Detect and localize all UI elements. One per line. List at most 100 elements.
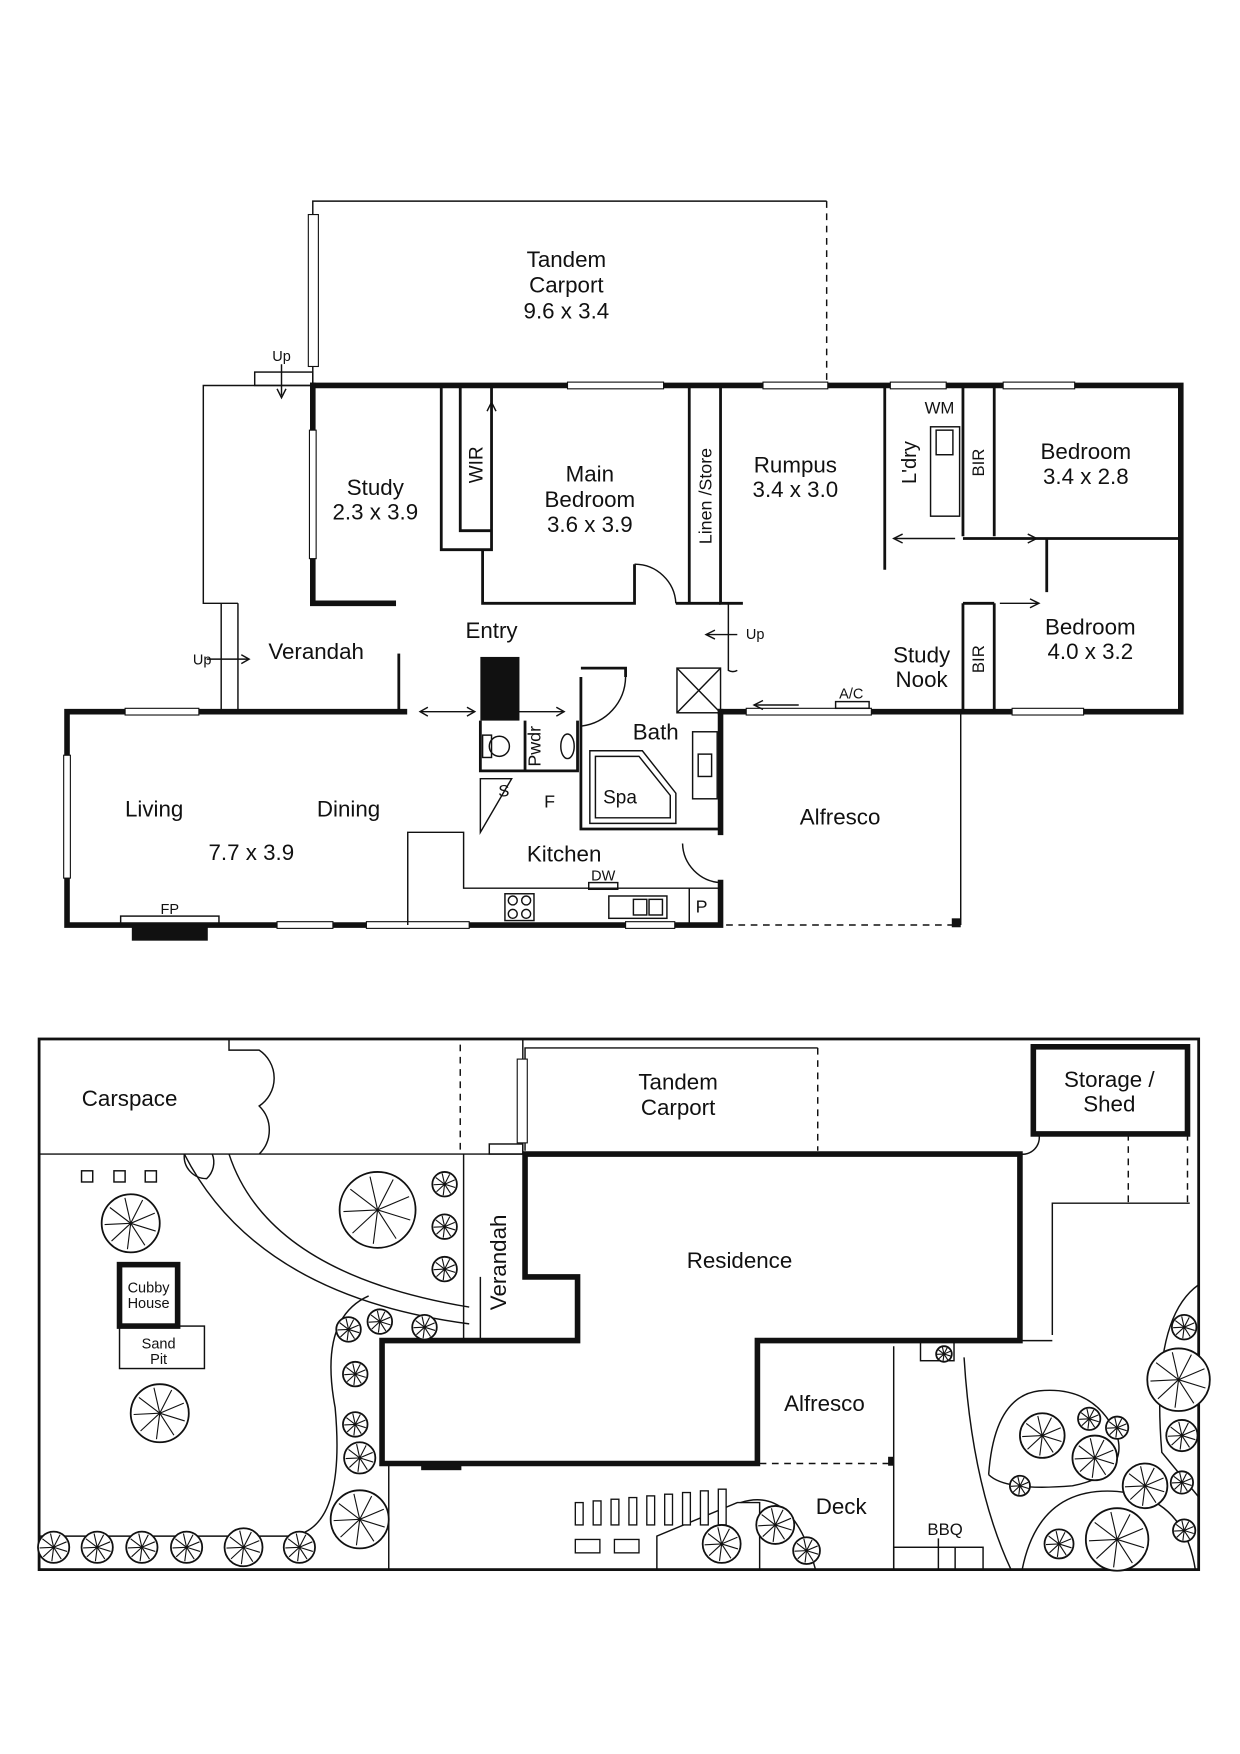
paver: [574, 1538, 601, 1554]
tree-icon: [1019, 1412, 1066, 1459]
trees: [37, 1171, 1211, 1572]
label-wm: WM: [925, 398, 955, 417]
label-up-3: Up: [746, 627, 765, 643]
label-spa: Spa: [603, 787, 637, 808]
step: [628, 1496, 638, 1526]
tree-icon: [80, 1530, 114, 1564]
sand-pit: [118, 1325, 206, 1370]
room-label-alfresco: Alfresco: [800, 804, 881, 829]
tree-icon: [335, 1316, 362, 1343]
tree-icon: [37, 1530, 71, 1564]
room-label-laundry: L'dry: [899, 441, 921, 484]
tree-icon: [1121, 1462, 1169, 1510]
tree-icon: [282, 1530, 316, 1564]
kitchen-fixtures: [119, 831, 721, 941]
tree-icon: [223, 1527, 264, 1568]
garden-steps: [574, 1488, 727, 1554]
label-up-2: Up: [193, 653, 212, 669]
tree-icon: [755, 1505, 796, 1545]
alfresco-outline: [726, 711, 962, 928]
tree-icon: [129, 1383, 190, 1444]
label-bir-2: BIR: [969, 645, 988, 673]
room-label-entry: Entry: [465, 618, 518, 643]
tree-icon: [1170, 1314, 1198, 1341]
tree-icon: [343, 1441, 377, 1475]
shed-dashed: [1127, 1133, 1189, 1204]
tree-icon: [1172, 1518, 1197, 1543]
tree-icon: [366, 1308, 394, 1335]
storage-shed: [1030, 1044, 1191, 1137]
tree-icon: [342, 1411, 369, 1438]
bbq-lines: [937, 1538, 956, 1570]
step: [610, 1498, 620, 1526]
label-bir-1: BIR: [969, 449, 988, 477]
label-bbq: BBQ: [927, 1520, 962, 1539]
tree-icon: [329, 1489, 390, 1550]
label-site-verandah: Verandah: [486, 1215, 511, 1311]
tree-icon: [1165, 1419, 1199, 1453]
step: [574, 1501, 584, 1526]
wet-areas: [478, 666, 722, 836]
side-path: [1019, 1133, 1190, 1342]
tree-icon: [431, 1213, 458, 1240]
tandem-carport-outline: [488, 1047, 819, 1155]
interior-walls: [418, 385, 1181, 717]
tree-icon: [1169, 1470, 1194, 1495]
label-site-alfresco: Alfresco: [784, 1391, 865, 1416]
room-label-linen: Linen /Store: [696, 448, 716, 544]
tree-icon: [1043, 1528, 1075, 1560]
tree-icon: [1077, 1406, 1102, 1431]
step: [717, 1488, 727, 1526]
label-f: F: [544, 792, 555, 812]
label-fp: FP: [161, 902, 180, 918]
label-residence: Residence: [687, 1248, 793, 1273]
post: [888, 1456, 894, 1466]
step: [699, 1490, 709, 1526]
tree-icon: [1008, 1474, 1031, 1497]
step: [681, 1491, 692, 1526]
label-deck: Deck: [816, 1494, 868, 1519]
garden-beds: [39, 1284, 1200, 1570]
label-ac: A/C: [839, 686, 863, 702]
step: [646, 1495, 656, 1526]
tree-icon: [431, 1255, 458, 1283]
tree-icon: [411, 1314, 438, 1341]
paver: [613, 1538, 640, 1554]
carspace-outline: [39, 1038, 526, 1325]
verandah-outline-site: [462, 1154, 482, 1341]
label-dw: DW: [591, 868, 615, 884]
room-label-pwdr: Pwdr: [525, 726, 545, 767]
tree-icon: [431, 1171, 458, 1198]
room-label-living: Living: [125, 797, 183, 822]
deck-lines: [388, 1346, 895, 1570]
tree-icon: [100, 1193, 161, 1254]
carport-outline: [307, 200, 828, 386]
chimney: [480, 656, 520, 721]
tree-icon: [701, 1524, 742, 1564]
fireplace: [421, 1461, 462, 1471]
tree-icon: [1105, 1415, 1130, 1440]
label-storage-shed: Storage /Shed: [1064, 1067, 1155, 1117]
step: [592, 1500, 602, 1526]
tree-icon: [1146, 1347, 1211, 1412]
label-up-1: Up: [272, 349, 291, 365]
tree-icon: [125, 1530, 159, 1564]
tree-icon: [935, 1345, 953, 1363]
label-carspace: Carspace: [82, 1086, 178, 1111]
site-boundary: [37, 1037, 1201, 1572]
exterior-walls: [63, 381, 1184, 929]
